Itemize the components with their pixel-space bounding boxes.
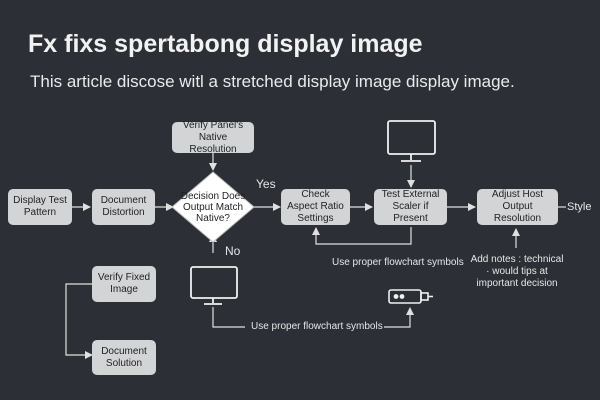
symbols-label-top: Use proper flowchart symbols xyxy=(332,257,464,268)
node-document-solution: Document Solution xyxy=(92,340,156,375)
symbols-label-bottom: Use proper flowchart symbols xyxy=(251,321,383,332)
node-check-aspect-ratio: Check Aspect Ratio Settings xyxy=(281,189,350,225)
node-verify-native-resolution: Verify Panel's Native Resolution xyxy=(172,120,254,155)
monitor-icon xyxy=(387,120,436,162)
arrow-fixed-to-solution xyxy=(65,283,93,359)
decision-label: Decision Does Output Match Native? xyxy=(180,190,246,224)
style-label: Style xyxy=(567,201,592,213)
arrow-monitor-to-device xyxy=(212,307,245,328)
notes-label: Add notes : technical · would tips at im… xyxy=(470,254,564,289)
arrow-scaler-back-to-check xyxy=(312,227,412,245)
no-label: No xyxy=(225,244,241,258)
node-adjust-host-output: Adjust Host Output Resolution xyxy=(477,189,558,225)
decision-diamond xyxy=(171,171,255,243)
arrow-symbols-to-device xyxy=(384,307,414,328)
node-verify-fixed-image: Verify Fixed Image xyxy=(92,266,156,302)
monitor-icon xyxy=(190,266,238,305)
page-title: Fx fixs spertabong display image xyxy=(28,30,423,58)
scaler-device-icon xyxy=(388,289,433,304)
yes-label: Yes xyxy=(256,177,276,191)
node-document-distortion: Document Distortion xyxy=(92,189,155,225)
node-test-external-scaler: Test External Scaler if Present xyxy=(374,189,447,225)
page-subtitle: This article discose witl a stretched di… xyxy=(30,72,515,91)
node-display-test-pattern: Display Test Pattern xyxy=(8,189,72,225)
